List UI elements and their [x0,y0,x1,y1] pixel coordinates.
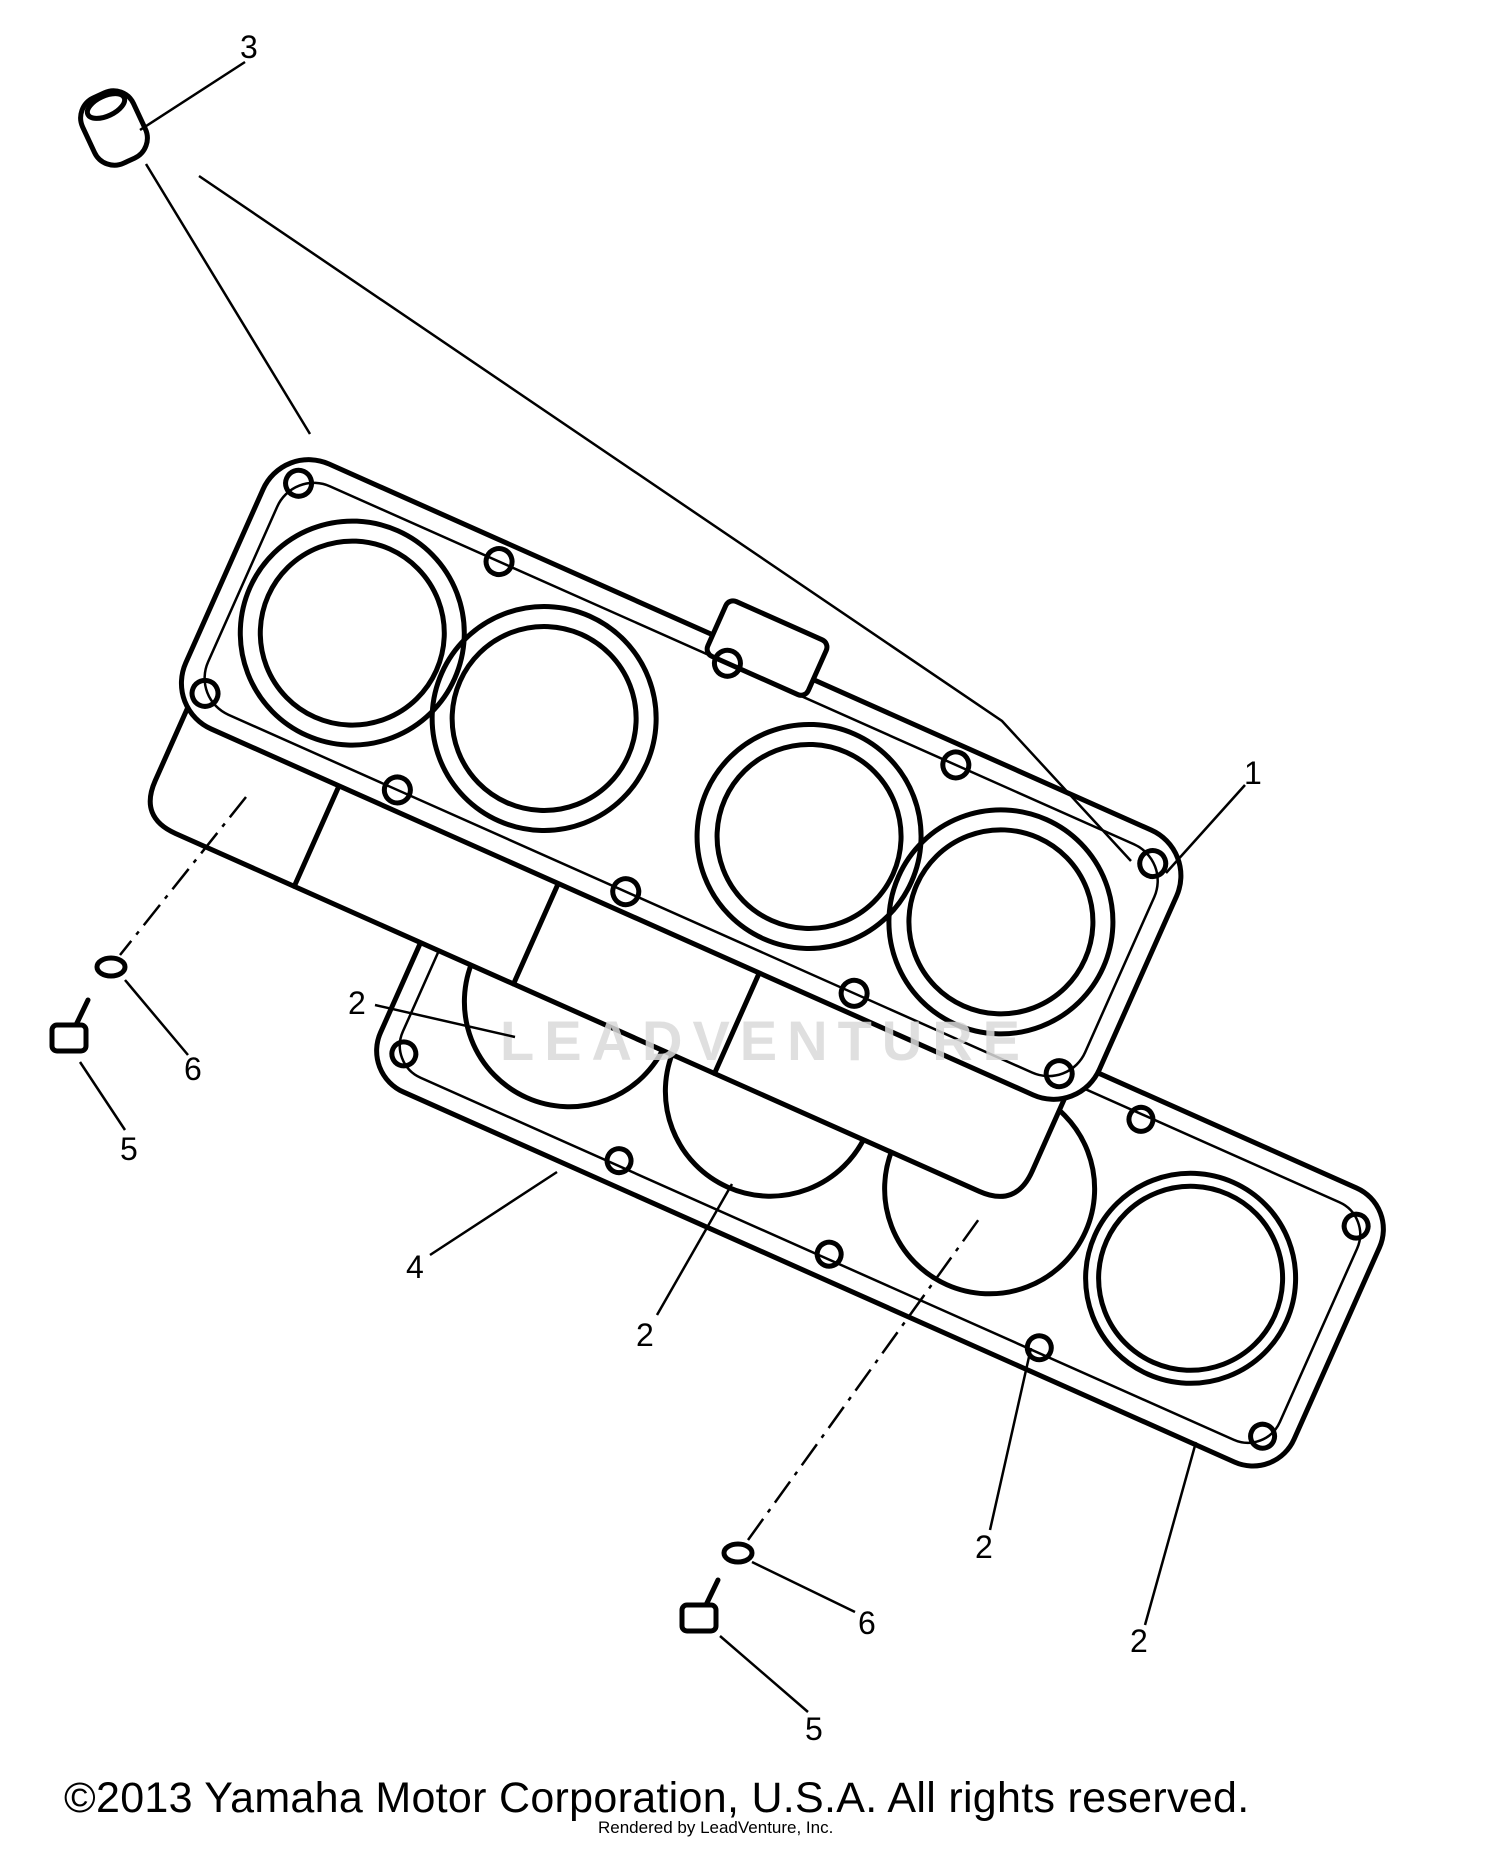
cylinder-bores [237,518,1116,1037]
watermark: LEADVENTURE [500,1009,1030,1072]
cylinder-block [147,457,1184,1199]
bolt-part-5b [679,1577,721,1634]
callout-2: 2 [975,1529,993,1565]
callout-6: 6 [184,1051,202,1087]
copyright-notice: ©2013 Yamaha Motor Corporation, U.S.A. A… [64,1774,1250,1822]
callout-5: 5 [805,1711,823,1747]
washer-part-6a [94,955,128,979]
rendered-by-notice: Rendered by LeadVenture, Inc. [598,1818,834,1837]
bolt-part-5a [49,997,91,1054]
callout-2: 2 [1130,1623,1148,1659]
callout-3: 3 [240,29,258,65]
callout-4: 4 [406,1249,424,1285]
leader-lines [78,60,1246,1713]
callout-6: 6 [858,1605,876,1641]
callout-1: 1 [1244,755,1262,791]
dowel-pin-part-3 [78,88,150,168]
callout-5: 5 [120,1131,138,1167]
block-bolt-holes [189,467,1169,1090]
washer-part-6b [721,1541,755,1565]
callout-2: 2 [348,985,366,1021]
callout-2: 2 [636,1317,654,1353]
